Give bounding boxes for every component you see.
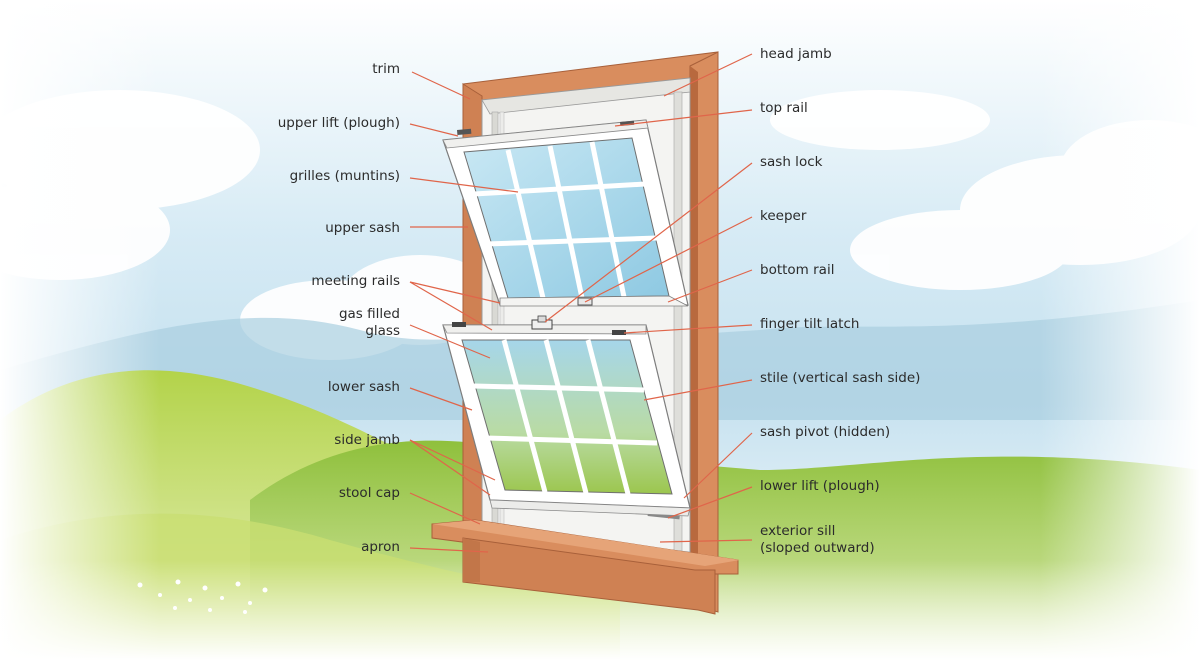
trim-casing	[462, 51, 719, 613]
leader-lines	[409, 53, 753, 553]
label-upper-lift: upper lift (plough)	[277, 115, 400, 131]
leader-side-jamb-b	[409, 439, 496, 481]
label-top-rail: top rail	[760, 100, 808, 116]
leader-apron	[409, 547, 489, 553]
label-meeting-rails: meeting rails	[311, 273, 400, 289]
leader-bottom-rail	[667, 269, 753, 303]
leader-side-jamb-a	[409, 439, 491, 496]
leader-meeting-rails-b	[409, 281, 493, 331]
label-exterior-sill: exterior sill (sloped outward)	[760, 523, 875, 556]
label-head-jamb: head jamb	[760, 46, 832, 62]
label-finger-tilt-latch: finger tilt latch	[760, 316, 860, 332]
leader-trim	[411, 71, 471, 100]
leader-gas-glass	[409, 324, 491, 359]
label-apron: apron	[361, 539, 400, 555]
leader-top-rail	[614, 109, 753, 127]
leader-exterior-sill	[659, 539, 753, 543]
sill-and-stool	[431, 519, 740, 615]
leader-lower-lift	[667, 486, 753, 519]
label-sash-lock: sash lock	[760, 154, 823, 170]
leader-finger-tilt	[623, 324, 753, 334]
label-stile: stile (vertical sash side)	[760, 370, 921, 386]
label-grilles: grilles (muntins)	[289, 168, 400, 184]
label-lower-lift: lower lift (plough)	[760, 478, 880, 494]
label-upper-sash: upper sash	[325, 220, 400, 236]
leader-grilles	[409, 177, 519, 193]
label-lower-sash: lower sash	[327, 379, 400, 395]
leader-head-jamb	[663, 53, 753, 97]
lower-sash	[442, 315, 691, 520]
leader-meeting-rails-a	[409, 281, 501, 304]
window	[431, 51, 740, 615]
label-keeper: keeper	[760, 208, 807, 224]
label-gas-filled-glass: gas filled glass	[338, 306, 400, 339]
label-trim: trim	[372, 61, 400, 77]
leader-lower-sash	[409, 387, 473, 411]
label-stool-cap: stool cap	[338, 485, 400, 501]
leader-sash-pivot	[683, 432, 753, 499]
leader-stool-cap	[409, 492, 481, 525]
leader-stile	[643, 379, 753, 401]
leader-keeper	[584, 216, 753, 303]
label-sash-pivot: sash pivot (hidden)	[760, 424, 891, 440]
label-side-jamb: side jamb	[334, 432, 400, 448]
leader-sash-lock	[544, 162, 753, 323]
leader-upper-lift	[409, 123, 459, 137]
label-bottom-rail: bottom rail	[760, 262, 835, 278]
